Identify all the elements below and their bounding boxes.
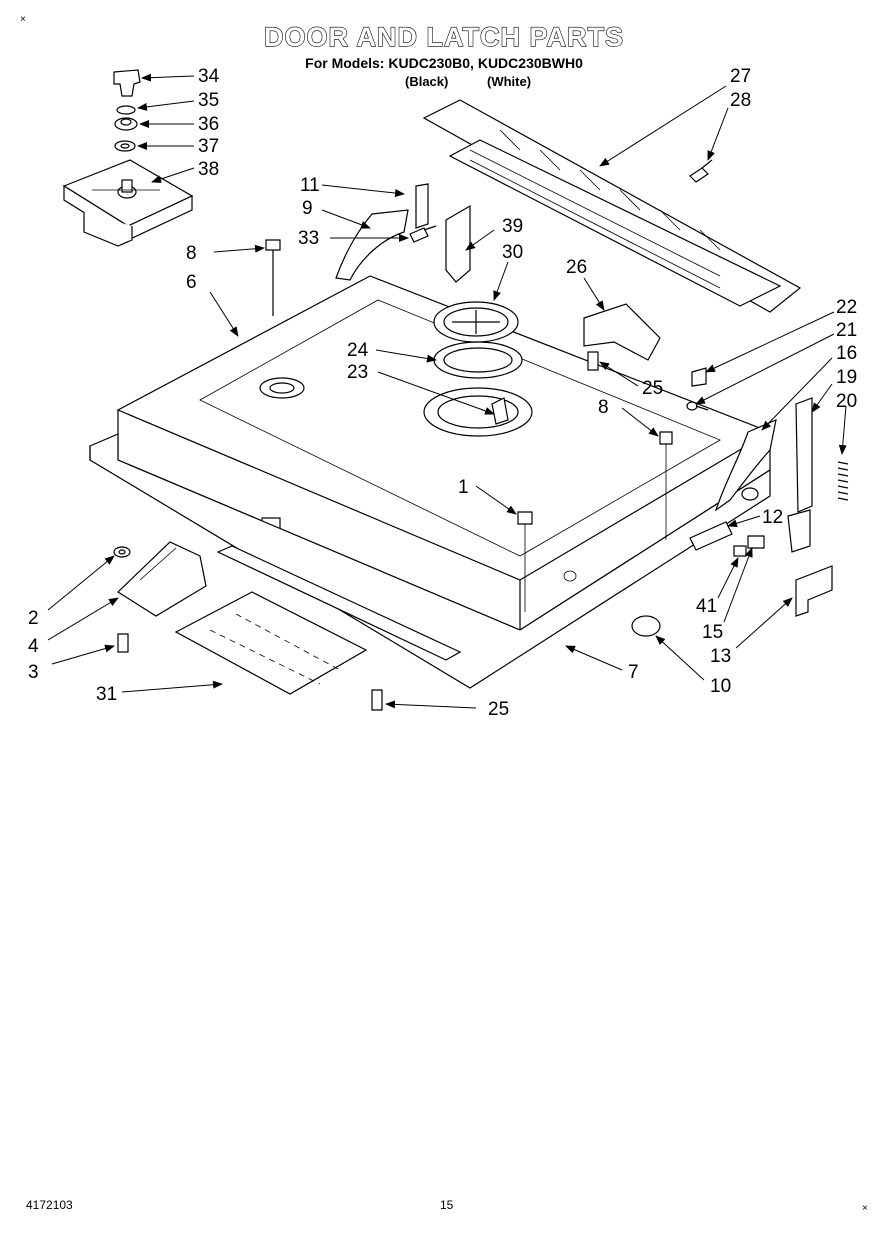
callout-15: 15 <box>702 622 723 643</box>
callout-12: 12 <box>762 507 783 528</box>
callout-25-upper: 25 <box>642 378 663 399</box>
latch-bushing-35 <box>116 105 136 115</box>
door-trim-strip <box>216 545 462 661</box>
knob-10 <box>563 570 661 637</box>
page-title: DOOR AND LATCH PARTS <box>263 21 624 52</box>
callout-8-upper: 8 <box>186 243 197 264</box>
screw-8-lower <box>659 431 673 540</box>
wash-arm-bearing-30 <box>433 301 519 343</box>
callout-35: 35 <box>198 90 219 111</box>
hinge-arm-19 <box>787 397 813 553</box>
screw-25-upper <box>587 351 599 371</box>
leader-lines <box>47 73 847 709</box>
latch-washer-37 <box>114 140 136 152</box>
spring-20 <box>837 461 849 501</box>
callout-30: 30 <box>502 242 523 263</box>
callout-13: 13 <box>710 646 731 667</box>
callout-22: 22 <box>836 297 857 318</box>
callout-23: 23 <box>347 362 368 383</box>
page-number: 15 <box>440 1198 454 1212</box>
hinge-cover-9 <box>335 209 409 281</box>
models-subtitle: For Models: KUDC230B0, KUDC230BWH0 <box>305 55 583 71</box>
bracket-13 <box>795 565 833 617</box>
document-number: 4172103 <box>26 1198 73 1212</box>
gasket-24 <box>433 341 523 379</box>
callout-25-lower: 25 <box>488 699 509 720</box>
link-12 <box>689 521 733 551</box>
callout-10: 10 <box>710 676 731 697</box>
screw-33 <box>409 225 437 243</box>
screw-3 <box>117 633 129 653</box>
callout-31: 31 <box>96 684 117 705</box>
screw-8-upper <box>265 239 281 316</box>
callout-24: 24 <box>347 340 369 361</box>
callout-8-lower: 8 <box>598 397 609 418</box>
corner-mark-bottom-right: × <box>862 1203 868 1214</box>
spacer-41 <box>733 545 747 557</box>
callout-16: 16 <box>836 343 857 364</box>
color-label-black: (Black) <box>405 74 449 89</box>
callout-27: 27 <box>730 66 751 87</box>
callout-9: 9 <box>302 198 313 219</box>
screw-15 <box>747 535 765 549</box>
callout-labels: 34 35 36 37 38 27 28 11 9 39 33 30 26 8 … <box>28 66 857 720</box>
callout-1: 1 <box>458 477 469 498</box>
callout-26: 26 <box>566 257 587 278</box>
insulation-panel-31 <box>174 591 368 695</box>
callout-6: 6 <box>186 272 197 293</box>
callout-33: 33 <box>298 228 319 249</box>
callout-7: 7 <box>628 662 639 683</box>
vent-seal-strip-27 <box>422 99 802 313</box>
corner-mark-top-left: × <box>20 14 26 25</box>
callout-11: 11 <box>300 175 320 196</box>
latch-knob-34 <box>113 69 141 97</box>
callout-20: 20 <box>836 391 857 412</box>
callout-2: 2 <box>28 608 39 629</box>
pin-21 <box>686 401 709 411</box>
color-label-white: (White) <box>487 74 532 89</box>
latch-assembly-38 <box>62 159 194 247</box>
latch-bracket-4 <box>117 541 207 617</box>
bracket-11 <box>415 183 429 229</box>
screw-25-lower <box>371 689 383 711</box>
mount-ring-23 <box>423 387 533 437</box>
callout-28: 28 <box>730 90 751 111</box>
screw-1 <box>517 511 533 612</box>
callout-3: 3 <box>28 662 39 683</box>
callout-4: 4 <box>28 636 39 657</box>
callout-21: 21 <box>836 320 857 341</box>
washer-2 <box>113 546 131 558</box>
callout-36: 36 <box>198 114 219 135</box>
hinge-16 <box>714 418 777 512</box>
callout-19: 19 <box>836 367 857 388</box>
callout-38: 38 <box>198 159 219 180</box>
clip-22 <box>691 367 707 387</box>
callout-34: 34 <box>198 66 220 87</box>
outer-door-7 <box>89 433 771 689</box>
callout-39: 39 <box>502 216 523 237</box>
callout-37: 37 <box>198 136 219 157</box>
strike-39 <box>445 204 471 283</box>
callout-41: 41 <box>696 596 717 617</box>
bracket-26 <box>583 303 661 361</box>
screw-28 <box>689 159 713 183</box>
latch-nut-36 <box>114 117 138 131</box>
